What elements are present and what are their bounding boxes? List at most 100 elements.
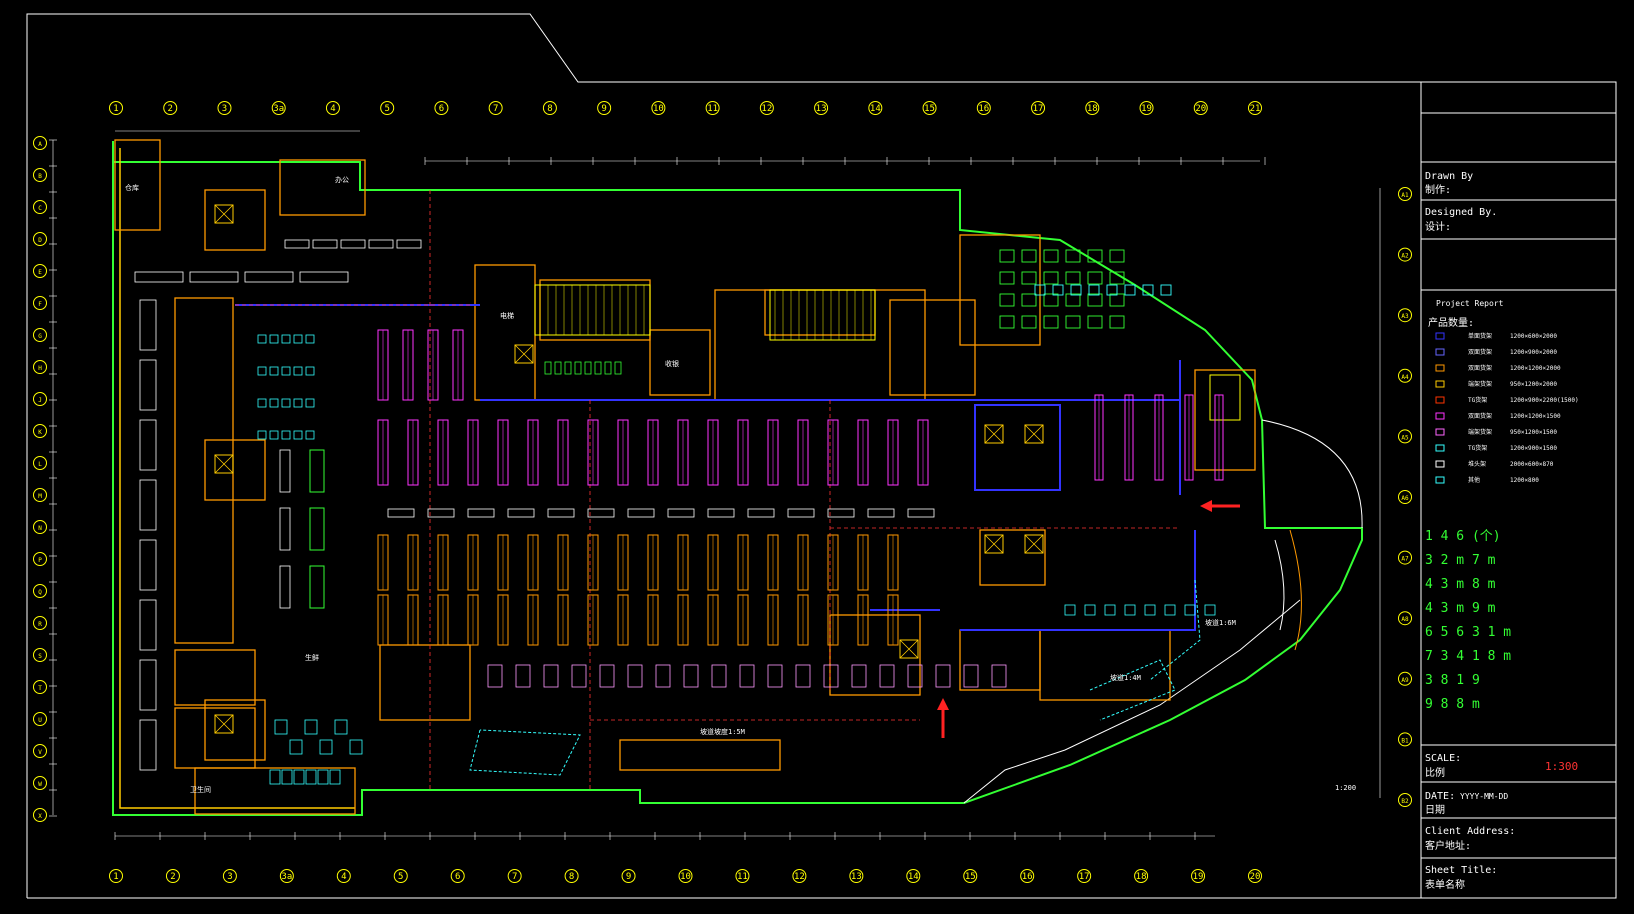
cyan-fixture xyxy=(1104,604,1116,616)
cyan-fixture xyxy=(293,366,303,376)
dashed-boundaries xyxy=(235,190,1180,790)
cyan-fixture xyxy=(257,366,267,376)
table xyxy=(269,769,281,785)
wall-shelf xyxy=(139,599,157,651)
drawn-by-label-cn: 制作: xyxy=(1425,183,1451,196)
legend-swatch xyxy=(1435,476,1445,484)
cashier-label: 收银 xyxy=(665,359,679,368)
axis-label: 20 xyxy=(1195,104,1206,114)
display-island xyxy=(827,508,855,518)
axis-bubble xyxy=(450,869,465,883)
axis-label: F xyxy=(38,301,42,308)
legend-name: 堆头架 xyxy=(1468,460,1486,468)
legend-name: 双面货架 xyxy=(1468,364,1492,372)
axis-bubble xyxy=(325,101,340,115)
axis-bubble xyxy=(33,680,47,694)
desk xyxy=(1109,249,1125,263)
cyan-fixture xyxy=(305,430,315,440)
axis-bubble xyxy=(976,101,991,115)
display-island xyxy=(467,508,495,518)
store-label: 仓库 xyxy=(125,183,139,192)
promo-bin xyxy=(767,664,783,688)
axis-bubble xyxy=(507,869,522,883)
scale-label-cn: 比例 xyxy=(1425,766,1445,779)
table xyxy=(293,769,305,785)
quantity-stats: 1 4 6 (个)3 2 m 7 m4 3 m 8 m4 3 m 9 m6 5 … xyxy=(1425,529,1511,712)
checkout xyxy=(564,361,572,375)
client-address-label: Client Address: xyxy=(1425,826,1515,837)
table xyxy=(305,769,317,785)
axis-bubble xyxy=(1398,793,1412,807)
green-shelf xyxy=(309,507,325,551)
legend-swatch xyxy=(1435,460,1445,468)
top-shelf xyxy=(368,239,394,249)
axis-label: 13 xyxy=(851,872,862,882)
axis-bubble xyxy=(1077,869,1092,883)
axis-label: 1 xyxy=(113,104,118,114)
axis-label: 19 xyxy=(1141,104,1152,114)
wall-shelf xyxy=(139,479,157,531)
cyan-fixture xyxy=(305,398,315,408)
axis-label: A7 xyxy=(1401,556,1409,563)
axis-bubble xyxy=(1398,732,1412,747)
cyan-fixture xyxy=(1144,604,1156,616)
axis-label: 2 xyxy=(170,872,175,882)
axis-label: A5 xyxy=(1401,434,1409,441)
display-island xyxy=(867,508,895,518)
desk xyxy=(1021,271,1037,285)
axis-bubble xyxy=(678,869,693,883)
legend-swatch xyxy=(1435,428,1445,436)
table xyxy=(274,719,288,735)
legend-name: 单面货架 xyxy=(1468,332,1492,340)
axis-bubble xyxy=(705,101,720,115)
elevator-shaft xyxy=(1024,424,1044,444)
axis-bubble xyxy=(1398,368,1412,383)
axis-bubble xyxy=(814,101,829,115)
axis-label: A6 xyxy=(1401,495,1409,502)
axis-label: A8 xyxy=(1401,616,1409,623)
elevator-shaft xyxy=(214,454,234,474)
axis-bubble xyxy=(33,328,47,342)
axis-label: 15 xyxy=(924,104,935,114)
cyan-zones xyxy=(469,579,1201,776)
chair xyxy=(1034,284,1046,296)
wall-shelf xyxy=(139,539,157,591)
desk xyxy=(1065,315,1081,329)
shelving-layout xyxy=(134,239,1224,771)
axis-bubble xyxy=(963,869,978,883)
promo-bin xyxy=(571,664,587,688)
elevator-cross xyxy=(984,424,1004,444)
axis-label: 17 xyxy=(1079,872,1090,882)
elevator-label: 电梯 xyxy=(500,311,514,320)
stat-line: 4 3 m 9 m xyxy=(1425,601,1496,616)
axis-label: B xyxy=(38,173,42,180)
display-island xyxy=(627,508,655,518)
axis-label: 18 xyxy=(1136,872,1147,882)
sheet-border xyxy=(26,13,1617,899)
desk xyxy=(1087,315,1103,329)
cyan-fixture xyxy=(1204,604,1216,616)
promo-bin xyxy=(599,664,615,688)
axis-bubble xyxy=(33,616,47,630)
legend-spec: 950×1200×2000 xyxy=(1510,381,1557,388)
axis-bubble xyxy=(33,232,47,246)
top-shelf xyxy=(299,271,349,283)
elevator-shaft xyxy=(214,204,234,224)
legend-name: 端架货架 xyxy=(1468,428,1492,436)
elevator-shaft xyxy=(984,534,1004,554)
axis-label: L xyxy=(38,461,42,468)
axis-label: 4 xyxy=(330,104,335,114)
top-shelf xyxy=(284,239,310,249)
axis-label: U xyxy=(38,717,42,724)
desk xyxy=(1109,315,1125,329)
axis-bubble xyxy=(1398,187,1412,201)
axis-label: 14 xyxy=(870,104,881,114)
cyan-fixture xyxy=(305,334,315,344)
axis-bubble xyxy=(1398,247,1412,262)
display-island xyxy=(707,508,735,518)
promo-bin xyxy=(711,664,727,688)
legend-spec: 1200×900×2200(1500) xyxy=(1510,397,1579,404)
axis-label: 10 xyxy=(653,104,664,114)
